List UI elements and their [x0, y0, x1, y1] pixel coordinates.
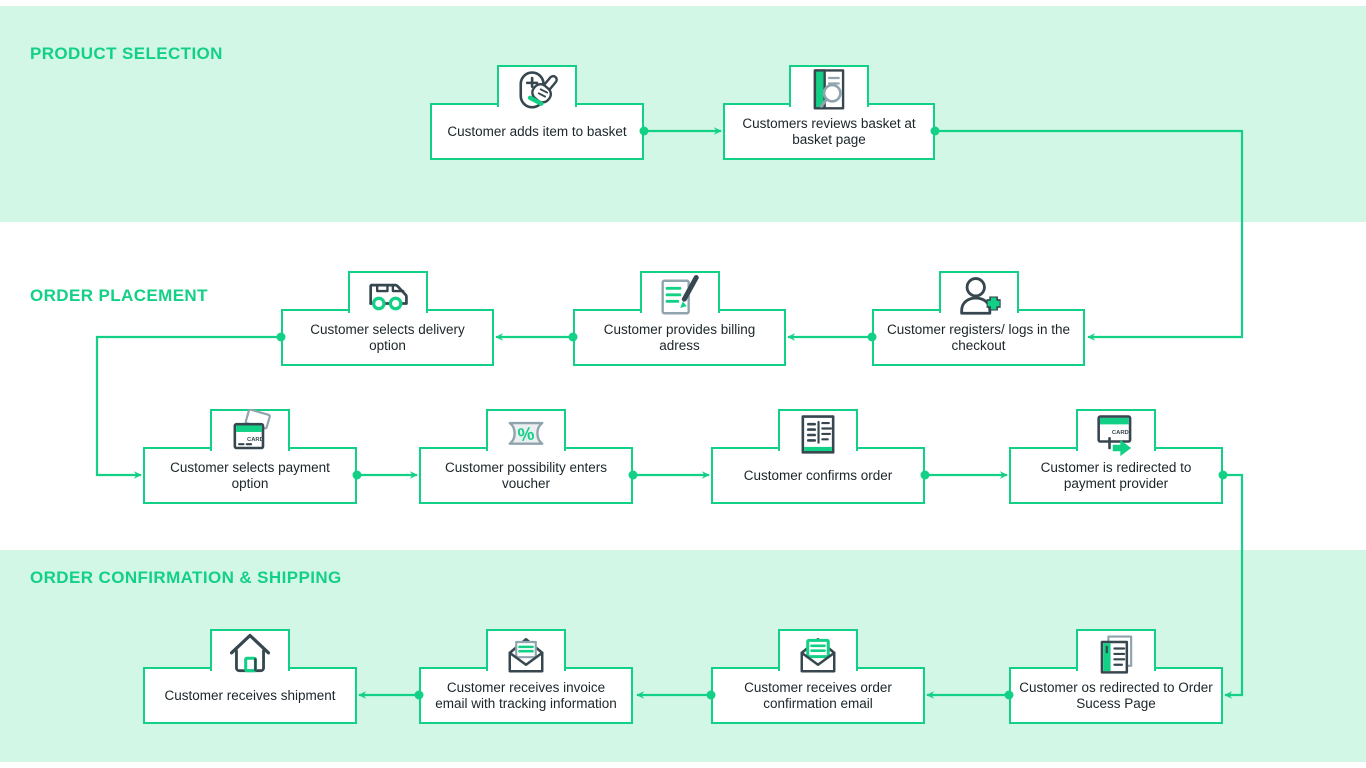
- flow-node-enter-voucher: % Customer possibility enters voucher: [419, 409, 633, 504]
- flow-node-review-basket: Customers reviews basket at basket page: [723, 65, 935, 160]
- node-icon-tab: [778, 629, 858, 673]
- user-plus-icon: [953, 271, 1005, 323]
- delivery-truck-icon: [362, 271, 414, 323]
- flow-node-add-to-basket: Customer adds item to basket: [430, 65, 644, 160]
- section-title-order-placement: ORDER PLACEMENT: [30, 286, 208, 305]
- credit-card-icon: CARD: [224, 409, 276, 461]
- svg-text:%: %: [516, 422, 535, 445]
- node-icon-tab: [789, 65, 869, 110]
- node-icon-tab: [210, 629, 290, 673]
- node-label: Customer possibility enters voucher: [444, 459, 608, 491]
- flow-node-delivery-option: Customer selects delivery option: [281, 271, 494, 366]
- envelope-invoice-icon: [500, 629, 552, 681]
- svg-text:CARD: CARD: [1112, 430, 1129, 436]
- house-icon: [224, 629, 276, 681]
- node-label: Customer is redirected to payment provid…: [1040, 459, 1192, 491]
- section-band-product-selection: [0, 6, 1366, 222]
- node-icon-tab: [778, 409, 858, 454]
- flow-node-register-login: Customer registers/ logs in the checkout: [872, 271, 1085, 366]
- node-icon-tab: [497, 65, 577, 109]
- node-label: Customer receives shipment: [164, 687, 336, 703]
- node-label: Customers reviews basket at basket page: [742, 115, 916, 147]
- node-icon-tab: [1076, 629, 1156, 674]
- pages-stack-icon: [1090, 629, 1142, 681]
- node-icon-tab: [347, 271, 428, 313]
- note-pen-icon: [654, 271, 706, 323]
- node-label: Customer receives order confirmation ema…: [744, 679, 892, 711]
- envelope-open-icon: [792, 629, 844, 681]
- node-label: Customer receives invoice email with tra…: [435, 679, 617, 711]
- flow-node-receive-shipment: Customer receives shipment: [143, 629, 357, 724]
- card-arrow-icon: CARD: [1090, 409, 1142, 461]
- section-title-order-confirmation-shipping: ORDER CONFIRMATION & SHIPPING: [30, 568, 342, 587]
- flow-node-payment-option: CARD Customer selects payment option: [143, 409, 357, 504]
- node-label: Customer os redirected to Order Sucess P…: [1019, 679, 1213, 711]
- document-search-icon: [803, 65, 855, 117]
- svg-text:CARD: CARD: [247, 437, 264, 443]
- node-label: Customer selects delivery option: [310, 321, 465, 353]
- node-icon-tab: [486, 629, 566, 673]
- order-summary-icon: [792, 409, 844, 461]
- flow-node-redirect-payment: CARD Customer is redirected to payment p…: [1009, 409, 1223, 504]
- node-label: Customer provides billing adress: [603, 321, 756, 353]
- node-icon-tab: CARD: [1076, 409, 1156, 457]
- mouse-click-icon: [511, 65, 563, 117]
- node-label: Customer registers/ logs in the checkout: [886, 321, 1071, 353]
- flow-node-invoice-email: Customer receives invoice email with tra…: [419, 629, 633, 724]
- flow-node-billing-address: Customer provides billing adress: [573, 271, 786, 366]
- node-icon-tab: CARD: [210, 409, 290, 451]
- node-icon-tab: [639, 271, 720, 315]
- node-icon-tab: [938, 271, 1019, 315]
- node-label: Customer confirms order: [743, 467, 893, 483]
- flow-node-order-success: Customer os redirected to Order Sucess P…: [1009, 629, 1223, 724]
- flow-node-confirmation-email: Customer receives order confirmation ema…: [711, 629, 925, 724]
- flow-node-confirm-order: Customer confirms order: [711, 409, 925, 504]
- voucher-percent-icon: %: [500, 409, 552, 461]
- node-label: Customer selects payment option: [170, 459, 330, 491]
- section-title-product-selection: PRODUCT SELECTION: [30, 44, 223, 63]
- node-icon-tab: %: [486, 409, 566, 451]
- node-label: Customer adds item to basket: [447, 123, 627, 139]
